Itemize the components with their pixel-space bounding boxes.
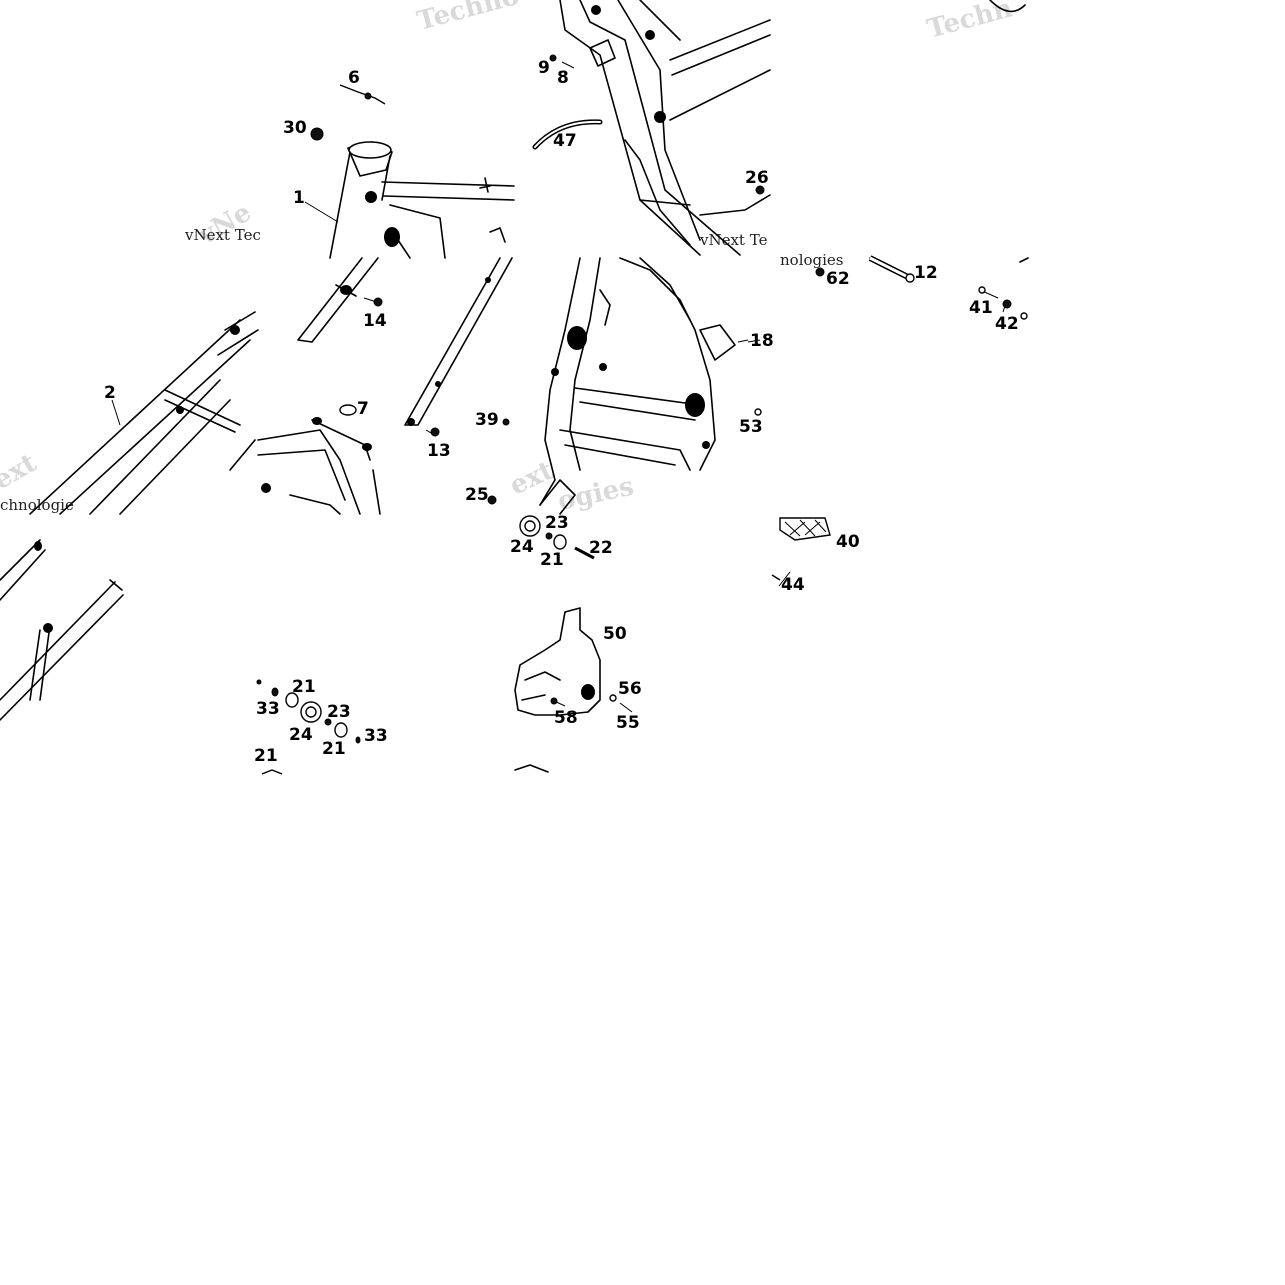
callout-47: 47 [553, 131, 577, 151]
callout-24-lower: 24 [289, 725, 313, 745]
callout-40: 40 [836, 532, 860, 552]
frame-upper-right-section [559, 0, 771, 256]
callout-24-center: 24 [510, 537, 534, 557]
callout-21-lower-a: 21 [292, 677, 316, 697]
callout-13: 13 [427, 441, 451, 461]
callout-23-lower: 23 [327, 702, 351, 722]
callout-53: 53 [739, 417, 763, 437]
callout-labels: 1 2 6 7 8 9 12 13 14 18 21 21 21 21 22 2… [104, 58, 1019, 766]
svg-text:chnologie: chnologie [0, 496, 74, 514]
svg-text:vNext Te: vNext Te [699, 231, 768, 249]
callout-1: 1 [293, 188, 305, 208]
frame-upper-far-right-fragment [869, 0, 1029, 279]
svg-text:vNext Tec: vNext Tec [184, 226, 261, 244]
frame-rear-subframe-section [29, 311, 259, 515]
callout-18: 18 [750, 331, 774, 351]
callout-58: 58 [554, 708, 578, 728]
frame-rear-lower-section [0, 539, 124, 721]
leader-lines [111, 201, 1006, 587]
skid-plate-section [514, 607, 601, 773]
callout-41: 41 [969, 298, 993, 318]
callout-9: 9 [538, 58, 550, 78]
callout-39: 39 [475, 410, 499, 430]
callout-33-b: 33 [364, 726, 388, 746]
callout-8: 8 [557, 68, 569, 88]
svg-text:Techno: Techno [414, 0, 522, 37]
callout-2: 2 [104, 383, 116, 403]
callout-62: 62 [826, 269, 850, 289]
frame-down-tube-section [297, 257, 513, 426]
svg-text:ext: ext [0, 448, 42, 496]
callout-30: 30 [283, 118, 307, 138]
callout-42: 42 [995, 314, 1019, 334]
frame-steering-head-section [329, 141, 515, 259]
hardware-parts [256, 54, 1028, 775]
callout-7: 7 [357, 399, 369, 419]
callout-12: 12 [914, 263, 938, 283]
frame-main-cradle-section [539, 257, 736, 515]
callout-25: 25 [465, 485, 489, 505]
callout-33-a: 33 [256, 699, 280, 719]
callout-14: 14 [363, 311, 387, 331]
svg-text:nologies: nologies [780, 251, 844, 269]
callout-22: 22 [589, 538, 613, 558]
callout-44: 44 [781, 575, 805, 595]
callout-55: 55 [616, 713, 640, 733]
watermark-layer: Techno Techn vNe vNext Tec vNext Te ext … [0, 0, 1016, 517]
svg-text:Techn: Techn [924, 0, 1015, 45]
callout-21-lower-b: 21 [322, 739, 346, 759]
callout-6: 6 [348, 68, 360, 88]
callout-50: 50 [603, 624, 627, 644]
callout-56: 56 [618, 679, 642, 699]
callout-21-center: 21 [540, 550, 564, 570]
callout-23-center: 23 [545, 513, 569, 533]
callout-26: 26 [745, 168, 769, 188]
frame-crossmember-section [257, 417, 381, 515]
svg-text:ogies: ogies [555, 472, 636, 517]
callout-21-lower-c: 21 [254, 746, 278, 766]
